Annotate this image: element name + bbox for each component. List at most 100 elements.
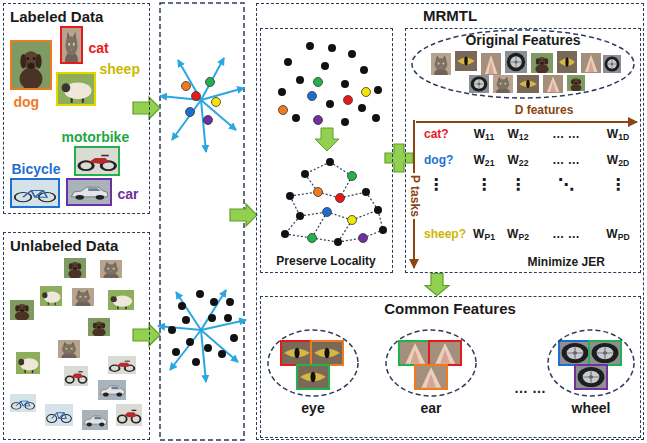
dot: [374, 206, 382, 214]
photo-thumb: [45, 404, 73, 426]
dot: [226, 298, 234, 306]
photo-thumb: [469, 75, 489, 93]
matrix-label: WP2: [507, 228, 529, 242]
line: [172, 100, 201, 140]
photo-thumb: [559, 341, 591, 365]
photo-thumb: [62, 28, 81, 69]
subscript: 2D: [618, 158, 629, 168]
photo-thumb: [567, 75, 585, 92]
flow-arrows: [133, 97, 257, 346]
photo-thumb: [58, 340, 80, 362]
dot: [374, 86, 382, 94]
frame-rect: [589, 341, 621, 365]
ellipse-outline: [548, 330, 634, 396]
line: [170, 330, 201, 370]
photo-thumb: [12, 180, 58, 206]
line: [176, 292, 201, 330]
dot: [360, 66, 368, 74]
matrix-label: W22: [508, 154, 529, 168]
subscript: 12: [519, 132, 529, 142]
photo-thumb: [481, 53, 501, 75]
photo-thumb: [311, 341, 343, 365]
subscript: 11: [485, 132, 494, 142]
matrix-label: W21: [474, 154, 495, 168]
matrix-label: … …: [514, 380, 546, 396]
matrix-label: W1D: [607, 128, 629, 142]
unlabeled-photos: [10, 258, 142, 430]
photo-thumb: [455, 51, 477, 71]
photo: [68, 180, 110, 204]
node-label: dog: [14, 94, 40, 110]
photo-thumb: [58, 74, 94, 104]
photo-thumb: [543, 75, 563, 93]
node-label: wheel: [572, 400, 611, 416]
dot: [168, 326, 176, 334]
dot: [292, 114, 300, 122]
line: [201, 330, 206, 382]
photo-frame: dog: [10, 40, 52, 90]
matrix-label: W12: [508, 128, 529, 142]
dot: [326, 100, 334, 108]
dot: [308, 92, 317, 101]
dot: [372, 114, 380, 122]
dashed-panel: Common Featureseyeearwheel: [260, 296, 641, 438]
dot: [284, 58, 292, 66]
dot: [278, 88, 286, 96]
ellipse-outline: [386, 330, 476, 396]
line: [178, 60, 201, 100]
ellipse-outline: [268, 330, 358, 396]
dot: [359, 234, 368, 243]
line: [201, 290, 226, 330]
dot: [341, 118, 349, 126]
dot: [296, 212, 304, 220]
matrix-label: sheep?: [424, 228, 466, 242]
line: [201, 88, 244, 100]
graph-points: [281, 158, 387, 246]
dot: [328, 44, 336, 52]
dot: [362, 188, 370, 196]
photo-thumb: [40, 286, 62, 306]
photo-thumb: [399, 341, 431, 365]
dot: [196, 290, 204, 298]
feature-ellipse: wheel: [547, 329, 635, 397]
locality-labeled-points: [279, 78, 371, 125]
subscript: 21: [485, 158, 495, 168]
dot: [348, 50, 356, 58]
labeled-points: [182, 78, 221, 125]
photo-thumb: [493, 75, 513, 97]
photo-thumb: [575, 365, 607, 389]
matrix-label: ⋮: [476, 176, 492, 194]
dot: [192, 358, 200, 366]
dot: [314, 78, 323, 87]
node-label: Labeled Data: [10, 8, 103, 25]
dot: [206, 78, 215, 87]
graph-labeled-points: [308, 172, 368, 243]
photo: [76, 148, 118, 174]
dot: [192, 92, 201, 101]
photo-thumb: [68, 180, 110, 204]
photo-thumb: [64, 258, 86, 279]
photo-thumb: [589, 341, 621, 365]
basis-arrows: [160, 58, 244, 152]
matrix-label: dog?: [424, 154, 453, 168]
node-label: motorbike: [62, 129, 130, 145]
line: [201, 330, 238, 362]
dot: [230, 334, 238, 342]
node-label: sheep: [100, 61, 140, 77]
dot: [336, 194, 345, 203]
dot: [314, 116, 323, 125]
frame-rect: [281, 341, 313, 365]
subscript: P2: [518, 232, 529, 242]
matrix-label: … …: [552, 154, 579, 168]
frame-rect: [297, 365, 329, 389]
matrix-label: … …: [552, 128, 579, 142]
photo-thumb: [116, 404, 142, 426]
dot: [279, 106, 288, 115]
photo: [12, 42, 50, 88]
dot: [208, 314, 216, 322]
matrix-label: WP1: [473, 228, 495, 242]
photo-thumb: [64, 366, 88, 386]
dashed-panel: Labeled DatacatdogsheepmotorbikeBicyclec…: [3, 3, 150, 214]
photo-thumb: [76, 148, 118, 174]
